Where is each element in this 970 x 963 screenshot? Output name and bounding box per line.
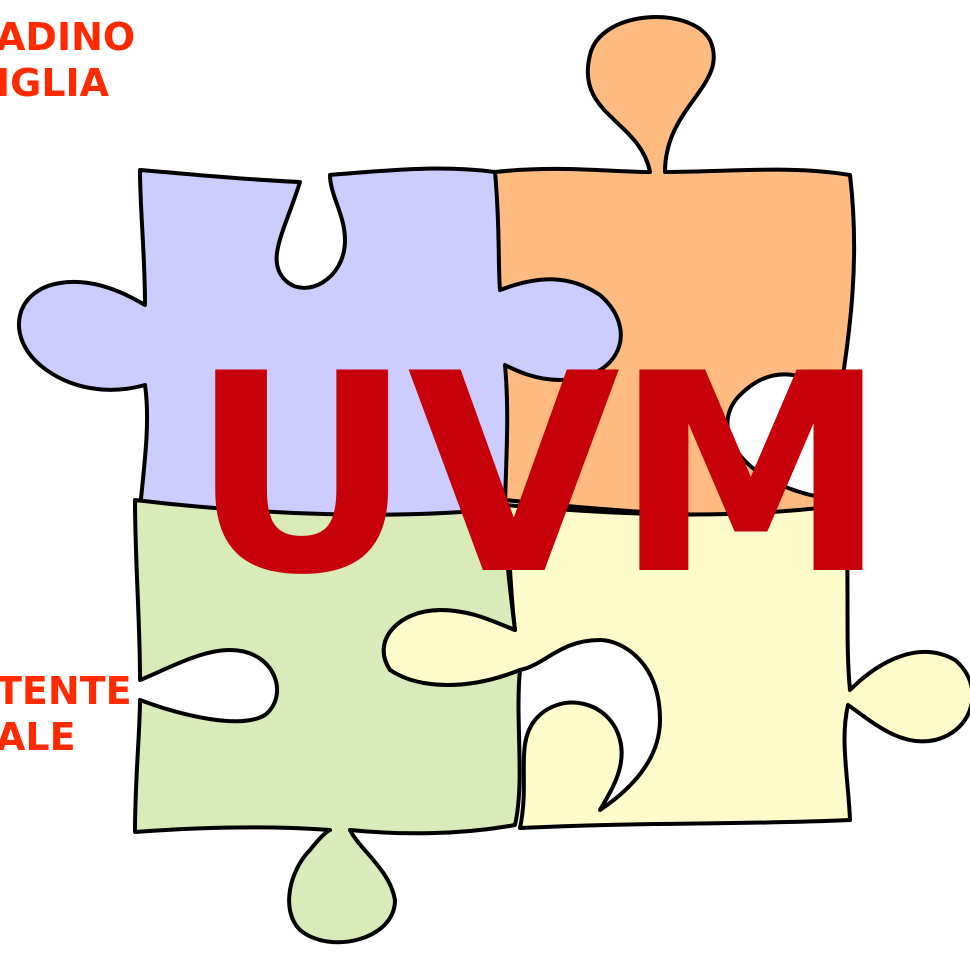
puzzle-piece-top-left [16,166,623,522]
label-bottom-line2: ALE [0,715,76,759]
label-top-line2: IGLIA [0,61,110,105]
label-bottom-line1: TENTE [0,669,132,713]
label-bottom: TENTE ALE [0,668,132,760]
label-top-line1: ADINO [0,15,136,59]
label-top: ADINO IGLIA [0,14,135,106]
center-title: UVM [190,315,888,635]
puzzle-piece-top-right [493,15,857,519]
puzzle-piece-bottom-left [133,498,522,945]
